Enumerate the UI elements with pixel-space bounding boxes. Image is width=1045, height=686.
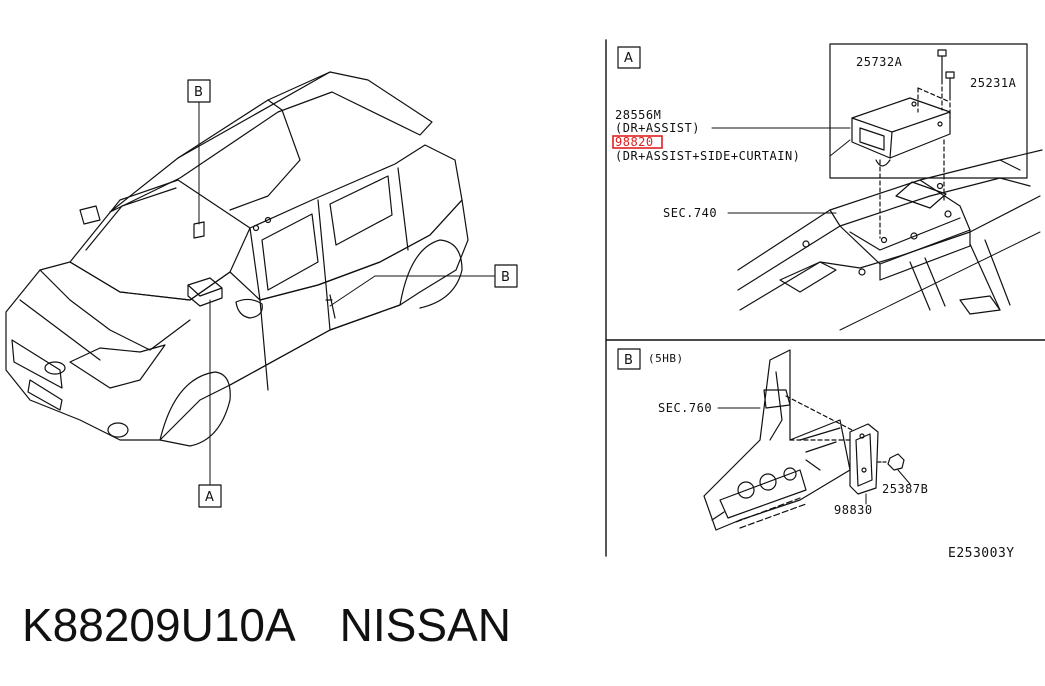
footer-part-number: K88209U10A: [22, 599, 296, 651]
part-label-25231a: 25231A: [970, 76, 1017, 90]
footer-caption: K88209U10A NISSAN: [22, 598, 555, 652]
part-label-25732a: 25732A: [856, 55, 903, 69]
panel-a-letter: A: [624, 51, 633, 66]
callout-box-b-top: [187, 79, 211, 103]
part-label-25387b: 25387B: [882, 482, 928, 496]
car-illustration: [5, 71, 469, 447]
section-label-760: SEC.760: [658, 401, 712, 415]
footer-brand: NISSAN: [339, 599, 511, 651]
callout-label-a-bottom: A: [205, 490, 214, 505]
car-leader-lines: [198, 101, 495, 485]
panel-b-variant: (5HB): [648, 352, 684, 365]
panel-b-letter: B: [624, 353, 633, 368]
callout-box-b-right: [494, 264, 518, 288]
module-note-dr-assist: (DR+ASSIST): [615, 121, 700, 135]
panel-b-drawing: [617, 348, 911, 531]
part-label-98820-highlighted: 98820: [615, 135, 654, 149]
panel-a-drawing: [617, 43, 1043, 331]
callout-label-b-right: B: [501, 270, 510, 285]
callout-label-b-top: B: [194, 85, 203, 100]
diagram-id: E253003Y: [948, 546, 1015, 561]
panel-a-letter-box: [617, 46, 641, 69]
part-label-98830: 98830: [834, 503, 873, 517]
module-note-dr-assist-side-curtain: (DR+ASSIST+SIDE+CURTAIN): [615, 149, 800, 163]
section-label-740: SEC.740: [663, 206, 717, 220]
highlight-box: [612, 135, 663, 149]
callout-box-a-bottom: [198, 484, 222, 508]
part-label-28556m: 28556M: [615, 108, 661, 122]
panel-b-letter-box: [617, 348, 641, 370]
